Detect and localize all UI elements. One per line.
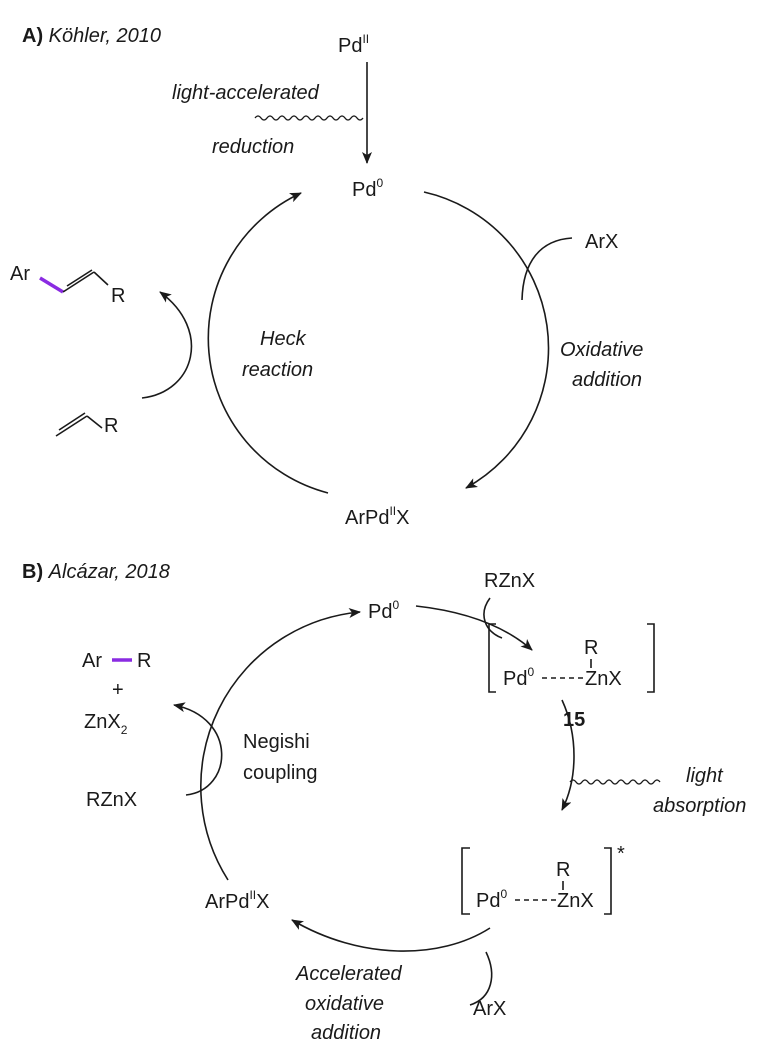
product-ar-label: Ar <box>10 263 30 285</box>
rznx-entry-curve <box>483 597 503 639</box>
excited-znx-label: ZnX <box>557 890 594 912</box>
complex-pd-label: Pd0 <box>503 665 534 690</box>
complex-r-label: R <box>584 637 598 659</box>
product-ar-label-b: Ar <box>82 650 102 672</box>
excited-pd-label: Pd0 <box>476 887 507 912</box>
excited-left-bracket <box>461 847 470 915</box>
arpdx-label-b: ArPdIIX <box>205 888 269 913</box>
oxidative-label: Oxidative <box>560 339 643 361</box>
negishi-coupling-arrow <box>199 608 361 881</box>
heck-reaction-arrow <box>207 192 329 494</box>
complex-left-bracket <box>488 623 496 693</box>
substrate-r-bond <box>86 415 103 429</box>
alkene-double-bond <box>66 269 93 287</box>
reaction-label: reaction <box>242 359 313 381</box>
oxidative-label-b: oxidative <box>305 993 384 1015</box>
complex-znx-label: ZnX <box>585 668 622 690</box>
rznx-left-label: RZnX <box>86 789 137 811</box>
excited-right-bracket <box>604 847 612 915</box>
complex-right-bracket <box>647 623 655 693</box>
product-r-label-b: R <box>137 650 151 672</box>
pd0-label-b: Pd0 <box>368 598 399 623</box>
plus-label: + <box>112 679 124 701</box>
arx-entry-curve <box>521 237 573 301</box>
complex-number-label: 15 <box>563 709 585 731</box>
accelerated-label: Accelerated <box>295 963 402 985</box>
absorption-label: absorption <box>653 795 746 817</box>
light-label: light <box>686 765 724 787</box>
arx-label: ArX <box>585 231 618 253</box>
addition-label: addition <box>572 369 642 391</box>
pd-ii-label: PdII <box>338 32 369 57</box>
alkene-r-bond <box>93 271 109 286</box>
substrate-r-label: R <box>104 415 118 437</box>
alkene-bond <box>62 271 95 293</box>
arx-entry-curve-b <box>469 951 493 1006</box>
rznx-top-label: RZnX <box>484 570 535 592</box>
addition-label-b: addition <box>311 1022 381 1044</box>
excited-star-label: * <box>617 843 625 865</box>
product-r-label: R <box>111 285 125 307</box>
arpdx-label-a: ArPdIIX <box>345 504 409 529</box>
substrate-double-bond <box>58 412 86 431</box>
substrate-alkene-bond <box>55 415 88 437</box>
accelerated-oa-arrow <box>291 919 491 952</box>
complexation-arrow <box>415 605 533 651</box>
light-absorption-arrow <box>561 699 575 811</box>
reduction-label: reduction <box>212 136 294 158</box>
heck-label: Heck <box>260 328 307 350</box>
coupling-label: coupling <box>243 762 318 784</box>
oxidative-addition-arrow <box>423 191 550 489</box>
panel-b-heading: B) Alcázar, 2018 <box>22 561 170 583</box>
product-release-arrow-b <box>173 702 223 796</box>
arx-label-b: ArX <box>473 998 506 1020</box>
product-release-arrow <box>141 291 193 399</box>
excited-r-label: R <box>556 859 570 881</box>
panel-a-heading: A) Köhler, 2010 <box>22 25 161 47</box>
light-wavy-arrow <box>254 115 364 121</box>
light-wavy-arrow-b <box>569 779 661 785</box>
negishi-label: Negishi <box>243 731 310 753</box>
znx2-label: ZnX2 <box>84 711 128 737</box>
light-accelerated-label: light-accelerated <box>172 82 320 104</box>
new-bond-highlight <box>39 276 64 294</box>
pd0-label: Pd0 <box>352 176 383 201</box>
